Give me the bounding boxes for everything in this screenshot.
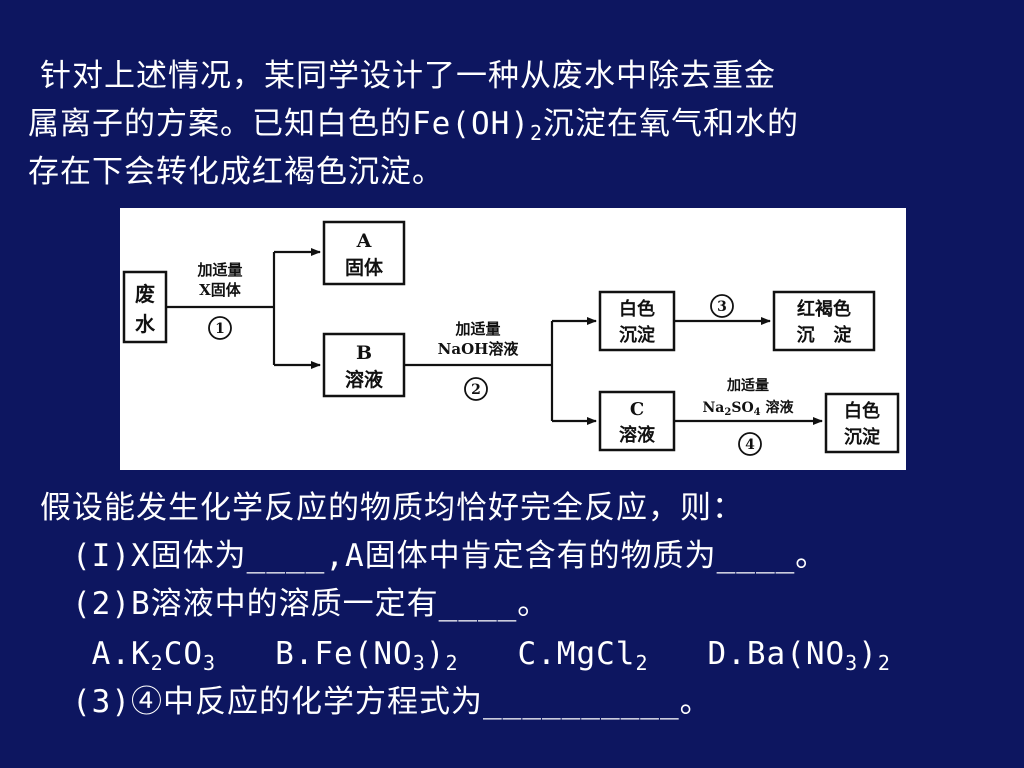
step4-number: 4 [745, 437, 755, 453]
step3-number-circle [710, 294, 734, 318]
solution-c-box [598, 390, 676, 452]
intro-line-2-pre: 属离子的方案。已知白色的Fe(OH) [28, 106, 530, 142]
step2-label-1: 加适量 [454, 320, 500, 338]
intro-line-2: 属离子的方案。已知白色的Fe(OH)2沉淀在氧气和水的 [28, 106, 800, 145]
white-precipitate-label-1: 白色 [619, 298, 655, 320]
question-1: (I)X固体为____,A固体中肯定含有的物质为____。 [72, 538, 828, 574]
solution-b-box [322, 332, 406, 398]
step2-number: 2 [471, 382, 481, 398]
question-3: (3)④中反应的化学方程式为__________。 [72, 684, 712, 720]
intro-line-2-subscript: 2 [529, 121, 544, 145]
waste-water-box [122, 270, 168, 344]
question-2: (2)B溶液中的溶质一定有____。 [72, 586, 550, 622]
red-brown-precipitate-label-1: 红褐色 [797, 298, 851, 320]
option-a: A.K2CO3 [72, 636, 217, 675]
red-brown-precipitate-label-2: 沉 淀 [797, 324, 853, 346]
solution-b-label-2: 溶液 [345, 368, 384, 391]
solid-a-label-1: A [356, 230, 372, 252]
step3-number: 3 [717, 299, 727, 315]
flow-diagram-svg: 废 水 加适量 X固体 1 A 固体 B 溶液 加适量 NaOH溶液 2 白色 … [122, 220, 900, 456]
option-b: B.Fe(NO3)2 [216, 636, 459, 675]
step1-number-circle [208, 316, 232, 340]
white-precipitate-2-box [824, 392, 900, 454]
step1-number: 1 [215, 321, 225, 337]
intro-line-1: 针对上述情况，某同学设计了一种从废水中除去重金 [40, 58, 776, 94]
solid-a-label-2: 固体 [345, 256, 384, 279]
red-brown-precipitate-box [772, 290, 876, 352]
waste-water-label-1: 废 [135, 282, 155, 306]
step1-label-1: 加适量 [196, 261, 242, 279]
white-precipitate-label-2: 沉淀 [619, 324, 656, 346]
solid-a-box [322, 220, 406, 286]
step2-number-circle [464, 377, 488, 401]
solution-c-label-2: 溶液 [619, 424, 656, 446]
intro-line-3: 存在下会转化成红褐色沉淀。 [28, 154, 444, 190]
step2-label-2: NaOH溶液 [438, 340, 520, 358]
option-d: D.Ba(NO3)2 [648, 636, 891, 675]
solution-b-label-1: B [356, 342, 372, 364]
step4-label-2: Na2SO4 溶液 [703, 399, 795, 418]
white-precipitate-2-label-2: 沉淀 [844, 426, 881, 448]
waste-water-label-2: 水 [135, 312, 156, 336]
intro-line-2-post: 沉淀在氧气和水的 [543, 106, 800, 142]
question-assumption: 假设能发生化学反应的物质均恰好完全反应，则： [40, 490, 744, 526]
step1-label-2: X固体 [199, 281, 242, 299]
white-precipitate-2-label-1: 白色 [844, 400, 880, 422]
solution-c-label-1: C [630, 399, 644, 420]
question-2-options: A.K2CO3 B.Fe(NO3)2 C.MgCl2 D.Ba(NO3)2 [72, 636, 891, 675]
option-c: C.MgCl2 [458, 636, 649, 675]
step4-number-circle [738, 432, 762, 456]
step4-label-1: 加适量 [726, 377, 769, 394]
flow-diagram: 废 水 加适量 X固体 1 A 固体 B 溶液 加适量 NaOH溶液 2 白色 … [120, 208, 906, 470]
